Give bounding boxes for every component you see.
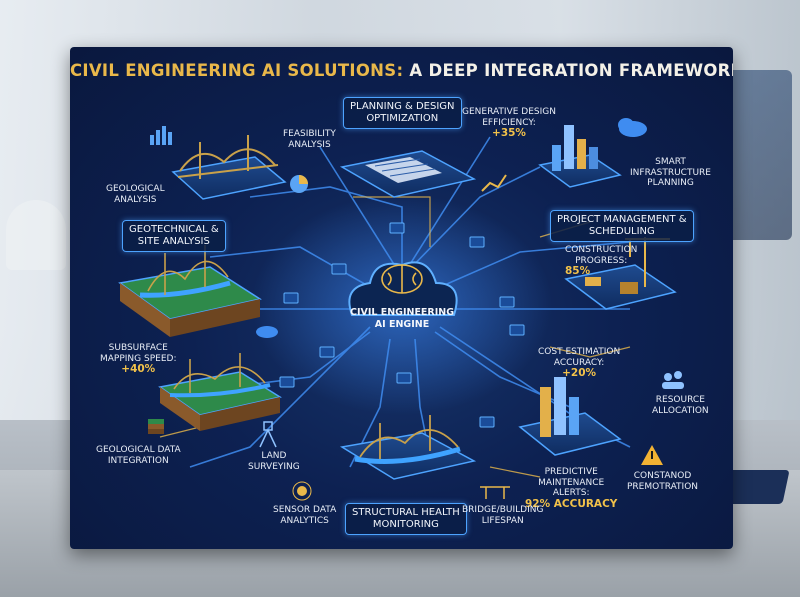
section-geotechnical: GEOTECHNICAL &SITE ANALYSIS xyxy=(122,220,226,252)
bar-chart-icon xyxy=(150,126,172,145)
lifespan-icon xyxy=(480,487,510,499)
background-lamp xyxy=(6,200,66,270)
blueprint-icon xyxy=(342,151,474,197)
soil-layers-icon xyxy=(148,419,164,434)
pie-chart-icon xyxy=(290,175,308,193)
warning-icon xyxy=(641,445,663,465)
people-icon xyxy=(662,371,684,389)
sensor-icon xyxy=(293,482,311,500)
structural-bridge-icon xyxy=(342,415,474,479)
cloud-icon xyxy=(256,326,278,338)
cloud-icon xyxy=(618,118,647,137)
skyscraper-icon xyxy=(520,377,620,455)
terrain-icon xyxy=(120,245,260,337)
bridge-icon xyxy=(173,135,285,199)
bar-chart-icon xyxy=(482,175,506,191)
soil-layers-icon xyxy=(160,353,280,431)
poster-title: CIVIL ENGINEERING AI SOLUTIONS: A DEEP I… xyxy=(70,61,733,80)
section-project-management: PROJECT MANAGEMENT &SCHEDULING xyxy=(550,210,694,242)
framework-poster: CIVIL ENGINEERING AI SOLUTIONS: A DEEP I… xyxy=(70,47,733,549)
